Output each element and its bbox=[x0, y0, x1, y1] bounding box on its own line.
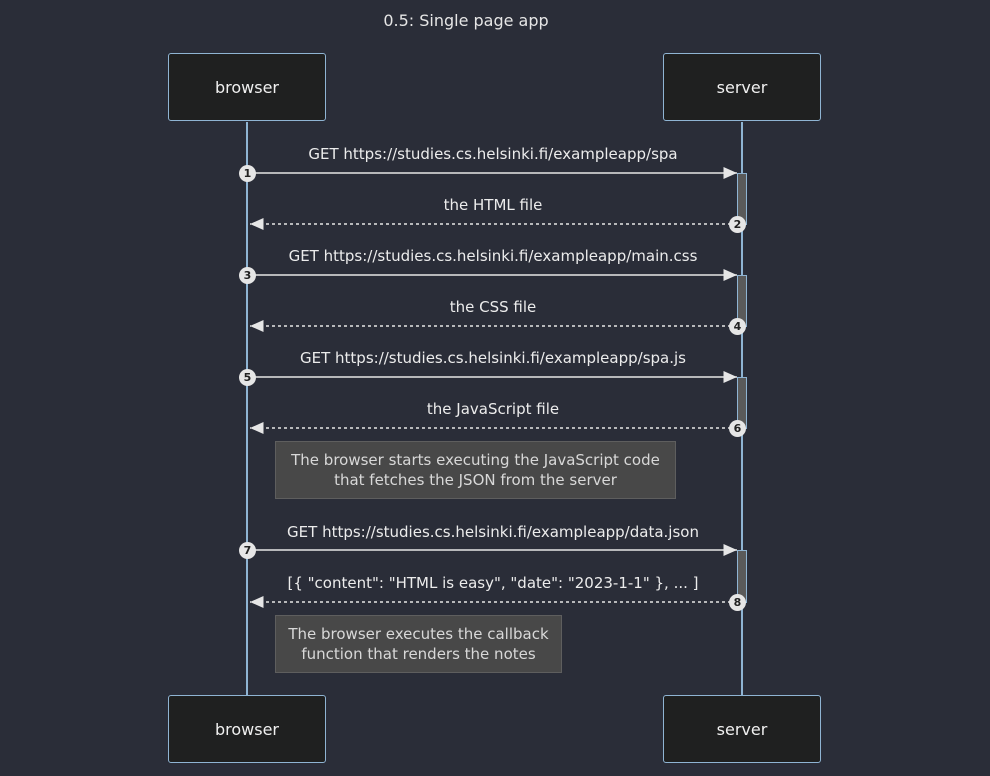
browser-actor-bottom: browser bbox=[168, 695, 326, 763]
message-7-number: 7 bbox=[239, 542, 256, 559]
note-js-execution: The browser starts executing the JavaScr… bbox=[275, 441, 676, 499]
message-3-number: 3 bbox=[239, 267, 256, 284]
note-2-line-2: function that renders the notes bbox=[301, 645, 536, 663]
server-actor-bottom: server bbox=[663, 695, 821, 763]
browser-lifeline bbox=[246, 122, 248, 696]
message-6-number: 6 bbox=[729, 420, 746, 437]
diagram-title: 0.5: Single page app bbox=[383, 11, 549, 30]
message-6-label: the JavaScript file bbox=[426, 400, 560, 418]
note-1-line-2: that fetches the JSON from the server bbox=[334, 471, 617, 489]
note-1-line-1: The browser starts executing the JavaScr… bbox=[291, 451, 660, 469]
message-5-label: GET https://studies.cs.helsinki.fi/examp… bbox=[300, 349, 686, 367]
message-8-label: [{ "content": "HTML is easy", "date": "2… bbox=[287, 574, 699, 592]
message-4-label: the CSS file bbox=[449, 298, 537, 316]
message-8-number: 8 bbox=[729, 594, 746, 611]
note-2-line-1: The browser executes the callback bbox=[288, 625, 549, 643]
message-5-number: 5 bbox=[239, 369, 256, 386]
message-4-number: 4 bbox=[729, 318, 746, 335]
message-2-number: 2 bbox=[729, 216, 746, 233]
message-2-label: the HTML file bbox=[443, 196, 543, 214]
message-1-number: 1 bbox=[239, 165, 256, 182]
message-7-label: GET https://studies.cs.helsinki.fi/examp… bbox=[287, 523, 699, 541]
note-callback-render: The browser executes the callback functi… bbox=[275, 615, 562, 673]
message-1-label: GET https://studies.cs.helsinki.fi/examp… bbox=[308, 145, 678, 163]
server-actor-top: server bbox=[663, 53, 821, 121]
message-3-label: GET https://studies.cs.helsinki.fi/examp… bbox=[288, 247, 698, 265]
browser-actor-top: browser bbox=[168, 53, 326, 121]
